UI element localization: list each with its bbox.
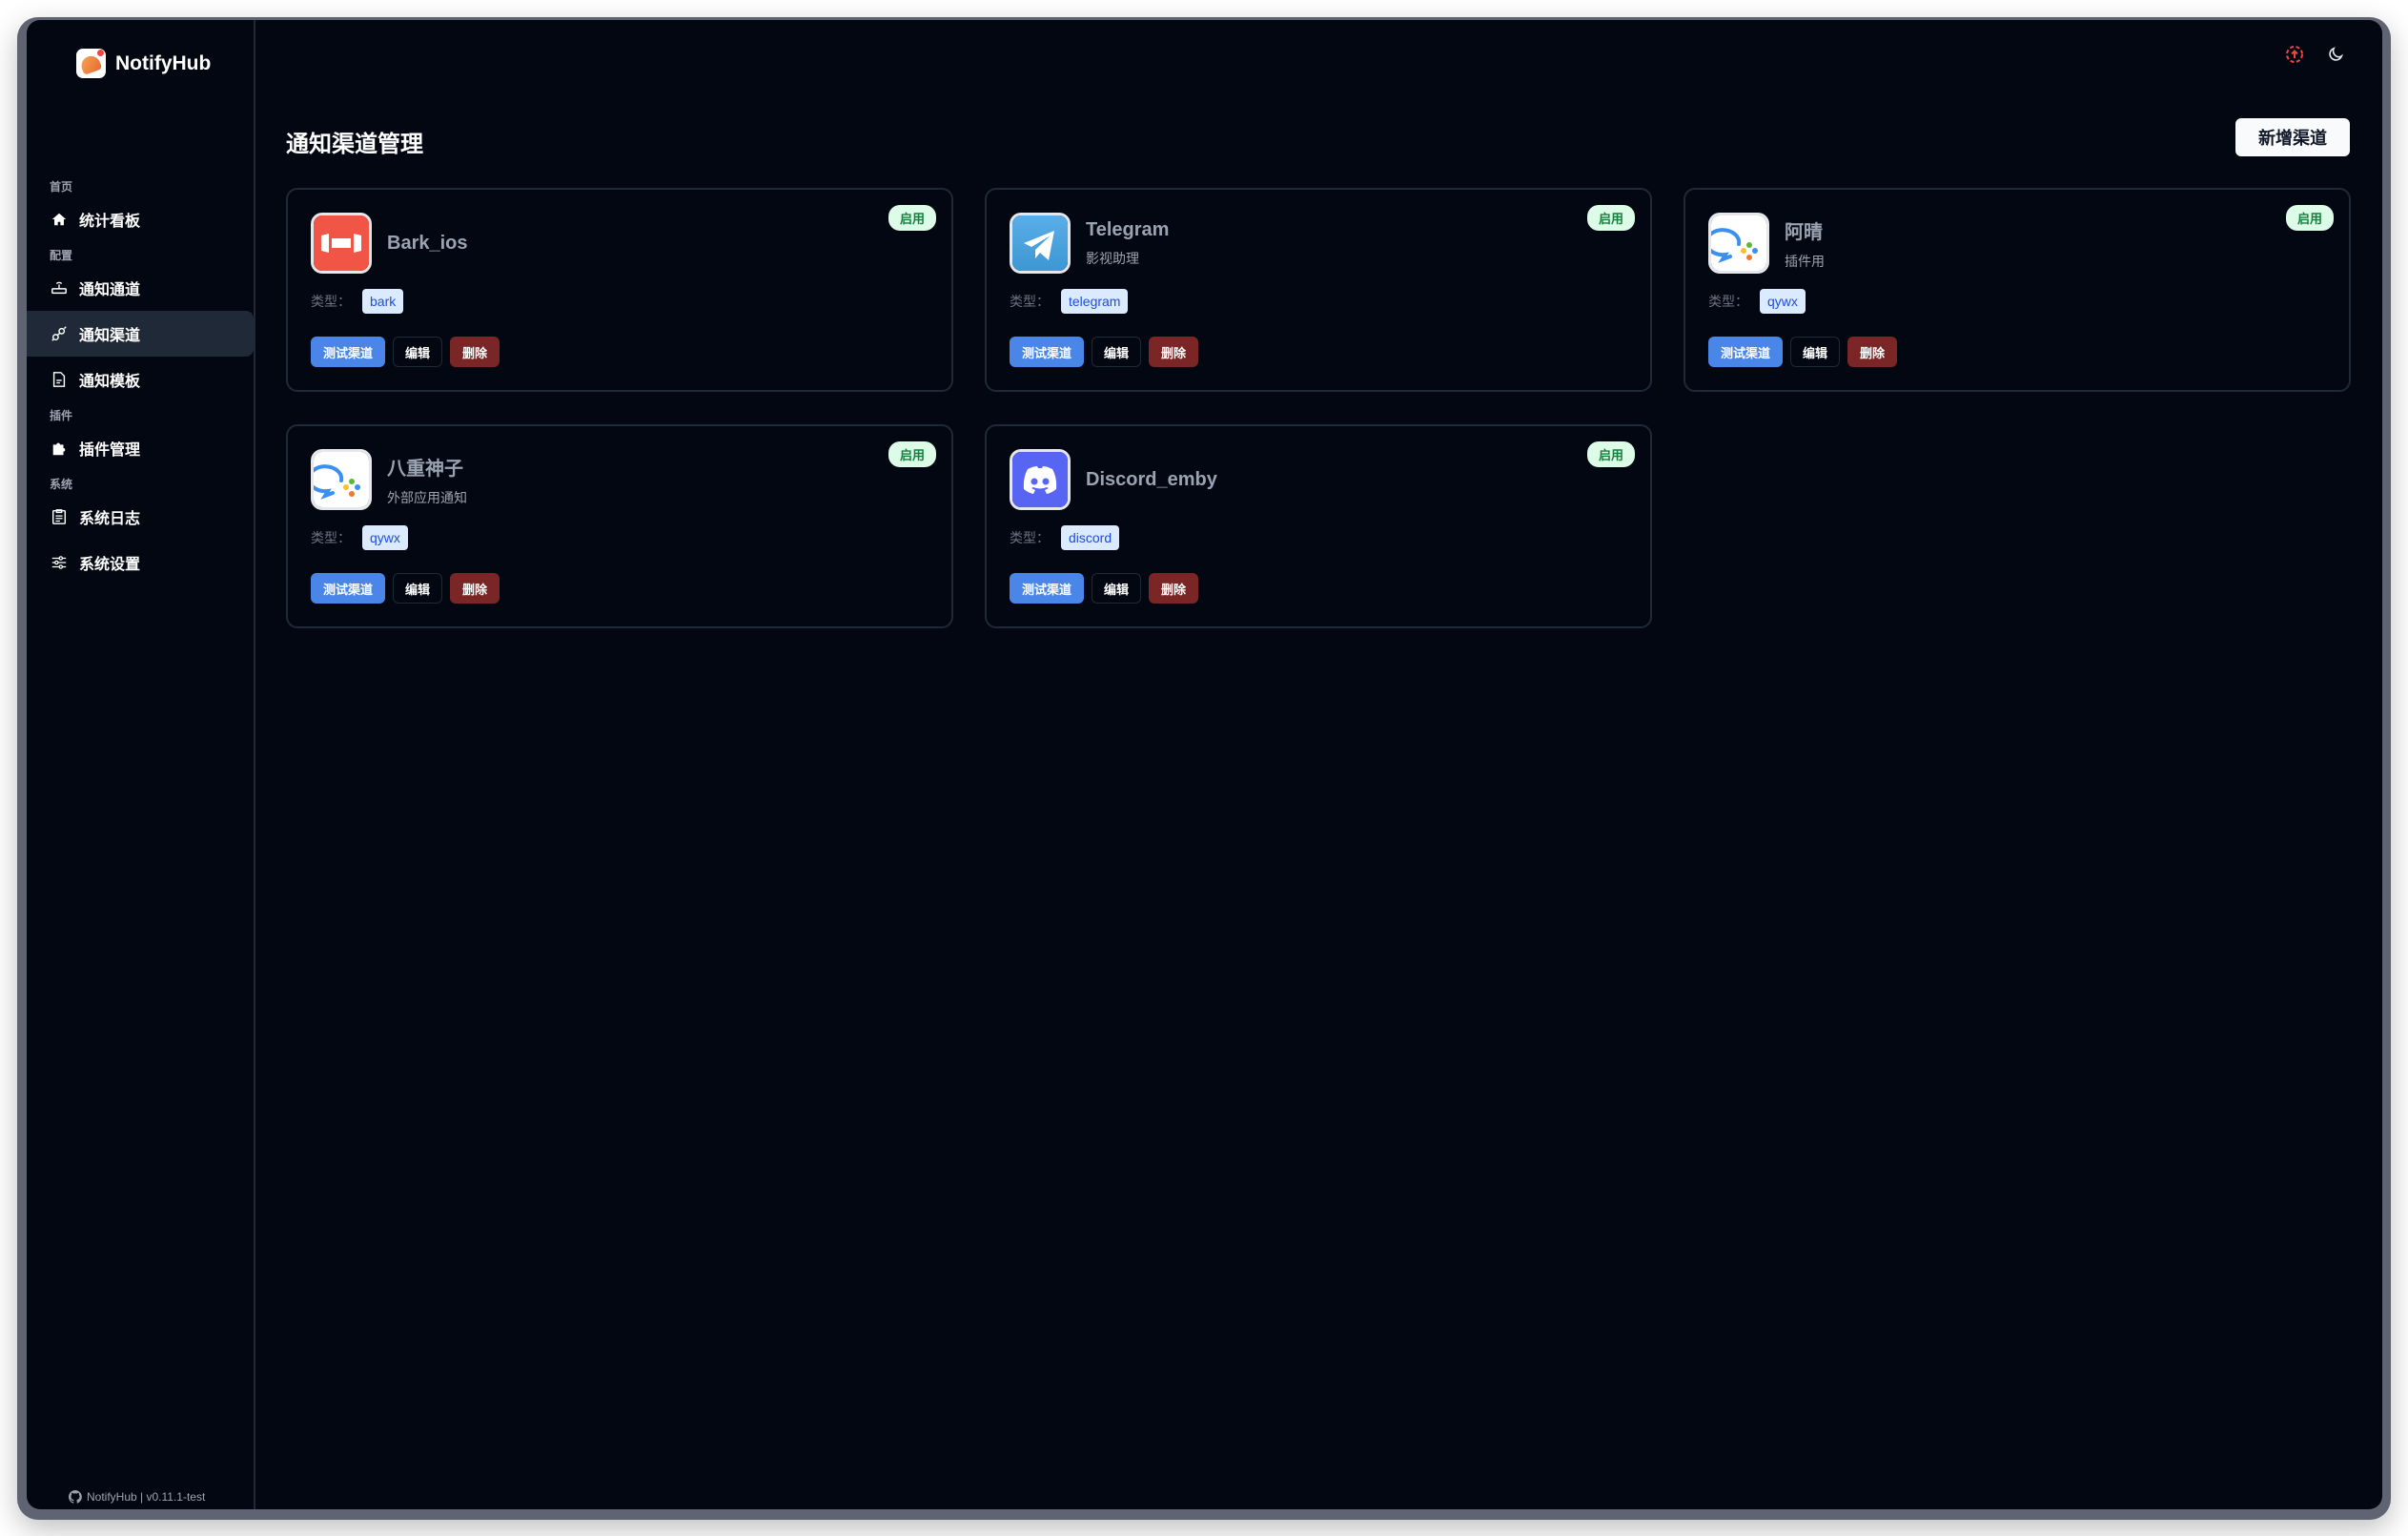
test-channel-button[interactable]: 测试渠道 <box>1708 337 1784 367</box>
version-text: NotifyHub | v0.11.1-test <box>87 1490 206 1504</box>
channel-name: 八重神子 <box>387 458 463 480</box>
nav-section-label: 首页 <box>50 180 73 194</box>
sidebar-item-label: 系统日志 <box>79 511 141 527</box>
nav-section-label: 插件 <box>50 409 73 422</box>
edit-button[interactable]: 编辑 <box>1092 337 1142 367</box>
github-icon <box>69 1490 82 1504</box>
logo[interactable]: NotifyHub <box>76 49 211 78</box>
type-tag: qywx <box>1760 289 1806 314</box>
sidebar-item-label: 通知渠道 <box>79 328 141 344</box>
channel-card: 启用 Discord_emby 类型： discord 测试渠道 编辑 删除 <box>985 424 1652 628</box>
bark-icon <box>311 213 372 274</box>
file-icon <box>52 372 66 387</box>
upload-update-icon[interactable] <box>2285 45 2304 64</box>
delete-button[interactable]: 删除 <box>1149 573 1199 604</box>
delete-button[interactable]: 删除 <box>1149 337 1199 367</box>
type-label: 类型： <box>311 294 351 309</box>
type-tag: qywx <box>362 525 408 550</box>
channel-name: Telegram <box>1086 218 1170 240</box>
channel-card: 启用 阿晴 插件用 类型： qywx 测试渠道 编辑 删除 <box>1684 188 2351 392</box>
clipboard-icon <box>51 509 67 524</box>
type-label: 类型： <box>1010 294 1050 309</box>
plug-icon <box>51 326 67 341</box>
status-badge: 启用 <box>1586 205 1635 231</box>
sidebar-item-file[interactable]: 通知模板 <box>27 357 254 402</box>
test-channel-button[interactable]: 测试渠道 <box>311 337 386 367</box>
channel-name: 阿晴 <box>1785 221 1823 243</box>
channel-description: 插件用 <box>1785 253 1825 269</box>
telegram-icon <box>1010 213 1071 274</box>
status-badge: 启用 <box>888 441 936 467</box>
delete-button[interactable]: 删除 <box>450 573 500 604</box>
sidebar-item-home[interactable]: 统计看板 <box>27 196 254 242</box>
app-window: NotifyHub 首页统计看板配置通知通道通知渠道通知模板插件插件管理系统系统… <box>27 20 2382 1509</box>
add-channel-button[interactable]: 新增渠道 <box>2235 118 2350 156</box>
type-label: 类型： <box>1010 530 1050 545</box>
sidebar-item-label: 通知模板 <box>79 374 141 390</box>
sidebar-item-label: 系统设置 <box>79 557 141 573</box>
channel-card: 启用 Bark_ios 类型： bark 测试渠道 编辑 删除 <box>286 188 953 392</box>
status-badge: 启用 <box>888 205 936 231</box>
sidebar-item-label: 统计看板 <box>79 214 141 230</box>
status-badge: 启用 <box>1586 441 1635 467</box>
bell-logo-icon <box>76 49 106 78</box>
wecom-icon <box>311 449 372 510</box>
sidebar-item-label: 通知通道 <box>79 282 141 298</box>
channel-description: 外部应用通知 <box>387 489 467 505</box>
type-label: 类型： <box>1708 294 1748 309</box>
router-icon <box>51 281 67 295</box>
channel-grid: 启用 Bark_ios 类型： bark 测试渠道 编辑 删除启用 Telegr… <box>286 188 2351 628</box>
puzzle-icon <box>52 442 66 456</box>
edit-button[interactable]: 编辑 <box>393 337 443 367</box>
type-tag: bark <box>362 289 404 314</box>
home-icon <box>51 213 67 226</box>
sidebar-item-puzzle[interactable]: 插件管理 <box>27 425 254 471</box>
type-tag: telegram <box>1061 289 1129 314</box>
edit-button[interactable]: 编辑 <box>1790 337 1841 367</box>
test-channel-button[interactable]: 测试渠道 <box>311 573 386 604</box>
sidebar-item-router[interactable]: 通知通道 <box>27 265 254 311</box>
footer[interactable]: NotifyHub | v0.11.1-test <box>69 1490 205 1504</box>
type-tag: discord <box>1061 525 1120 550</box>
channel-name: Bark_ios <box>387 232 468 254</box>
channel-name: Discord_emby <box>1086 468 1217 490</box>
test-channel-button[interactable]: 测试渠道 <box>1010 337 1085 367</box>
channel-card: 启用 八重神子 外部应用通知 类型： qywx 测试渠道 编辑 删除 <box>286 424 953 628</box>
sidebar: NotifyHub 首页统计看板配置通知通道通知渠道通知模板插件插件管理系统系统… <box>27 20 255 1509</box>
status-badge: 启用 <box>2285 205 2334 231</box>
nav-section-label: 配置 <box>50 249 73 262</box>
sidebar-item-sliders[interactable]: 系统设置 <box>27 540 254 585</box>
page-title: 通知渠道管理 <box>286 132 423 157</box>
type-label: 类型： <box>311 530 351 545</box>
sliders-icon <box>51 556 67 569</box>
moon-icon[interactable] <box>2327 46 2344 63</box>
app-name: NotifyHub <box>115 51 212 74</box>
edit-button[interactable]: 编辑 <box>1092 573 1142 604</box>
edit-button[interactable]: 编辑 <box>393 573 443 604</box>
main-content: 通知渠道管理 新增渠道 启用 Bark_ios 类型： bark 测试渠道 编辑… <box>257 20 2382 1509</box>
sidebar-item-label: 插件管理 <box>79 442 141 459</box>
discord-icon <box>1010 449 1071 510</box>
delete-button[interactable]: 删除 <box>450 337 500 367</box>
delete-button[interactable]: 删除 <box>1847 337 1898 367</box>
sidebar-item-clipboard[interactable]: 系统日志 <box>27 494 254 540</box>
nav-section-label: 系统 <box>50 478 73 491</box>
test-channel-button[interactable]: 测试渠道 <box>1010 573 1085 604</box>
wecom-icon <box>1708 213 1769 274</box>
sidebar-item-plug[interactable]: 通知渠道 <box>27 311 254 357</box>
channel-card: 启用 Telegram 影视助理 类型： telegram 测试渠道 编辑 删除 <box>985 188 1652 392</box>
channel-description: 影视助理 <box>1086 250 1139 266</box>
